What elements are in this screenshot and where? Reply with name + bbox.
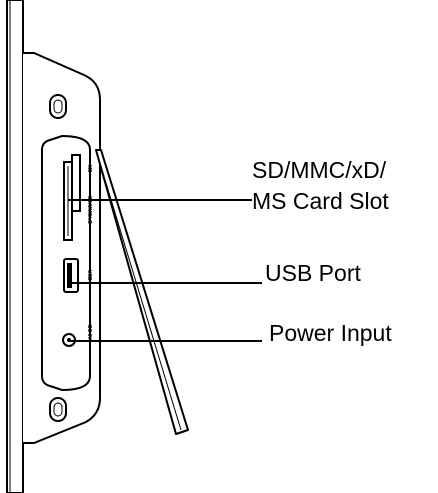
power-input-label: Power Input xyxy=(269,320,392,346)
power-jack-marking: DC 9V xyxy=(86,325,92,340)
ms-card-slot[interactable] xyxy=(71,154,81,212)
usb-port-tongue xyxy=(67,263,72,288)
sd-card-slot-callout: SD/MMC/xD/ MS Card Slot xyxy=(252,155,389,217)
sd-card-slot-label-line2: MS Card Slot xyxy=(252,188,389,214)
kickstand[interactable] xyxy=(95,149,189,435)
top-mounting-hole-inner xyxy=(53,99,63,114)
sd-slot-marking: SD/MMC/xD xyxy=(86,196,92,224)
ms-slot-marking: MS xyxy=(86,165,92,173)
usb-port-marking: USB xyxy=(86,270,92,281)
kickstand-edge-line xyxy=(98,159,182,431)
usb-port-label: USB Port xyxy=(265,260,361,286)
bottom-mounting-hole-inner xyxy=(53,402,63,417)
sd-card-slot-label-line1: SD/MMC/xD/ xyxy=(252,157,387,183)
front-bezel-outline xyxy=(6,0,24,493)
